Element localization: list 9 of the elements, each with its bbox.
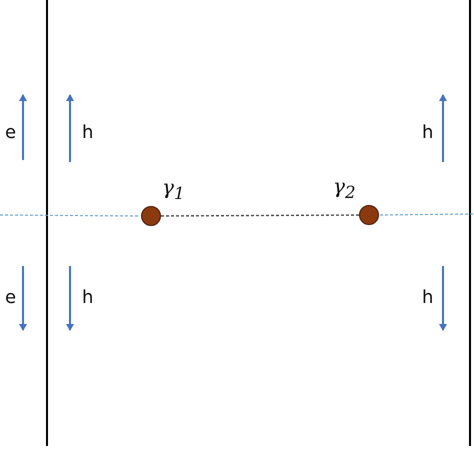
symbol-label: γ$_{2}$ <box>333 175 356 204</box>
symbol-label: h <box>82 123 94 143</box>
symbol-label: e <box>5 288 16 308</box>
symbol-label: γ$_{1}$ <box>162 176 185 205</box>
connector-line <box>161 214 359 217</box>
symbol-label: h <box>422 123 434 143</box>
symbol-label: h <box>422 288 434 308</box>
symbol-label: h <box>82 288 94 308</box>
symbol-label: e <box>5 123 16 143</box>
